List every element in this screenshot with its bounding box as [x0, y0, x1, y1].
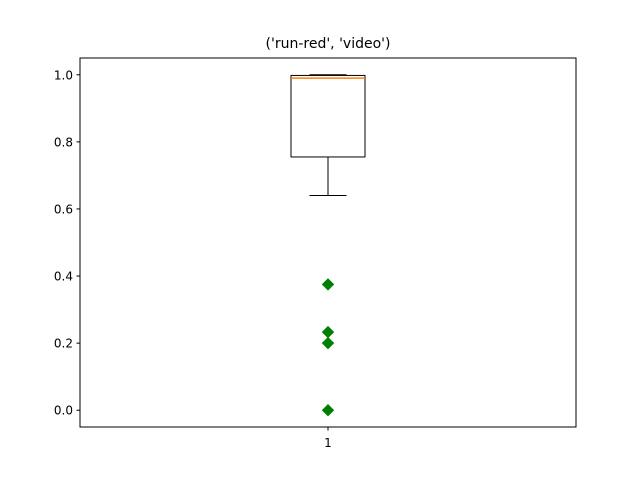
box-iqr — [290, 74, 366, 158]
plot-area — [79, 57, 577, 428]
outlier-point — [321, 404, 335, 417]
y-tick-label: 0.0 — [54, 404, 73, 418]
outlier-point — [321, 336, 335, 350]
y-axis: 0.0 0.2 0.4 0.6 0.8 1.0 — [54, 68, 80, 418]
x-tick-label: 1 — [324, 436, 332, 450]
y-tick-label: 0.8 — [54, 135, 73, 149]
x-axis: 1 — [324, 427, 332, 450]
y-tick-label: 0.4 — [54, 270, 73, 284]
y-tick-label: 0.6 — [54, 202, 73, 216]
outlier-point — [321, 278, 335, 291]
y-tick-label: 1.0 — [54, 68, 73, 82]
outlier-point — [321, 325, 335, 339]
box-group — [290, 74, 366, 417]
y-tick-label: 0.2 — [54, 337, 73, 351]
chart-title: ('run-red', 'video') — [266, 36, 391, 52]
